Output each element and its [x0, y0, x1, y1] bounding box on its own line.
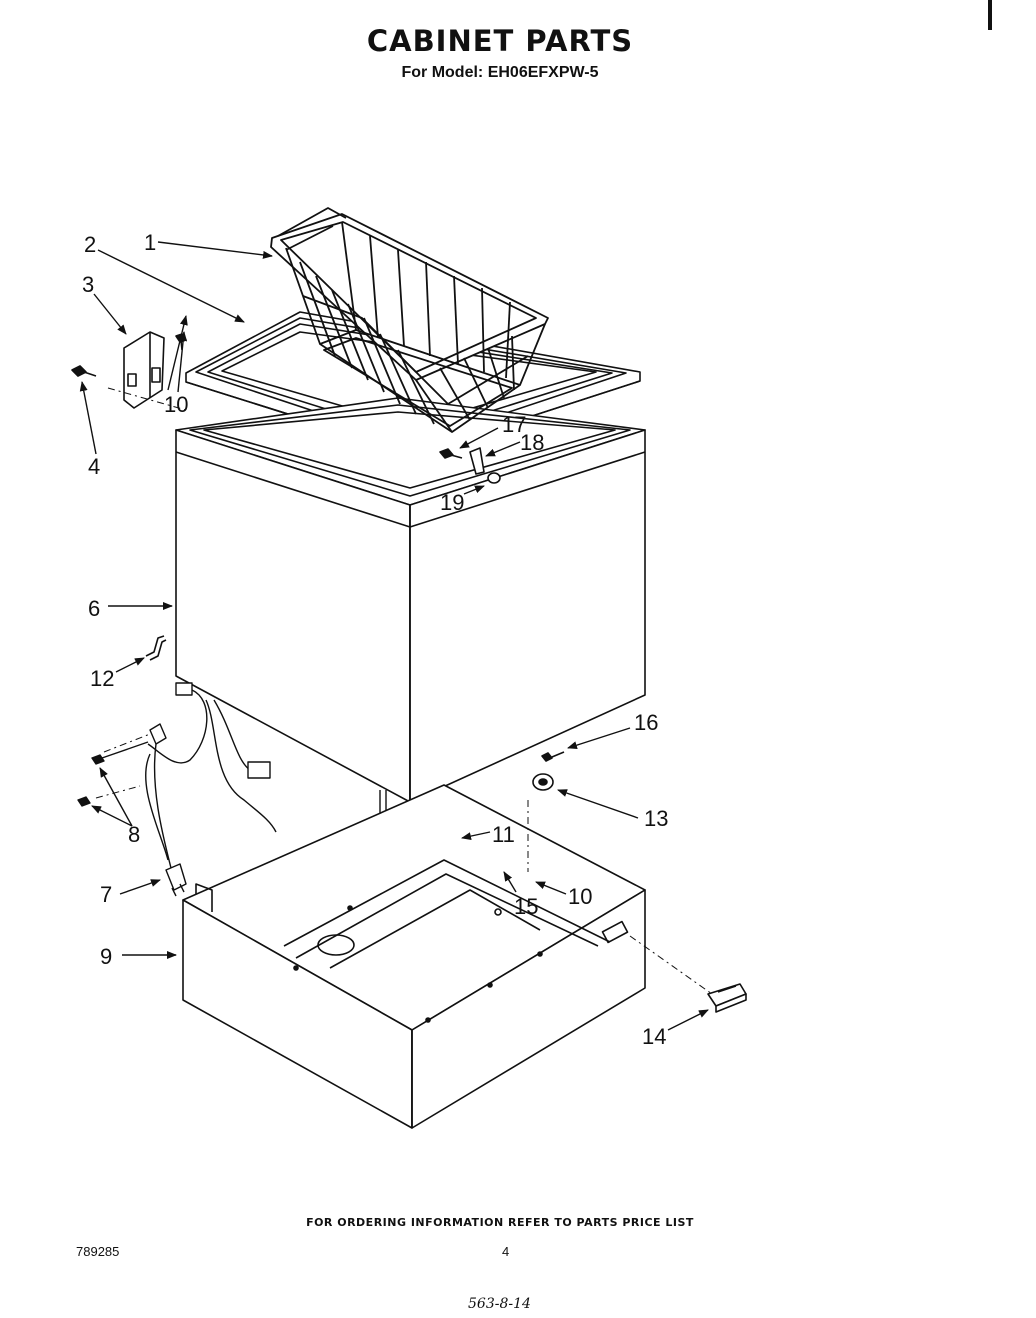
wiring-harness — [77, 682, 277, 897]
callout-3: 3 — [82, 272, 94, 297]
handwritten-code: 563-8-14 — [468, 1296, 531, 1312]
callout-9: 9 — [100, 944, 112, 969]
callout-18: 18 — [520, 430, 544, 455]
callout-14: 14 — [642, 1024, 666, 1049]
cabinet-body — [175, 397, 646, 803]
page-number: 4 — [502, 1244, 510, 1259]
callout-1: 1 — [144, 230, 156, 255]
hinge — [123, 331, 165, 409]
callout-leaders — [79, 241, 709, 1031]
callout-4: 4 — [88, 454, 100, 479]
mounting-bracket — [145, 635, 167, 661]
wire-basket — [270, 207, 549, 433]
base-compartment — [182, 784, 646, 1129]
callout-10-base: 10 — [568, 884, 592, 909]
callout-numbers: 1 2 3 4 6 12 8 7 9 10 17 18 19 16 13 11 … — [82, 230, 668, 1049]
callout-7: 7 — [100, 882, 112, 907]
callout-15: 15 — [514, 894, 538, 919]
model-subtitle: For Model: EH06EFXPW-5 — [401, 64, 599, 81]
page-title: CABINET PARTS — [366, 24, 634, 58]
lid-stop-clip-parts — [439, 447, 501, 484]
alignment-guides — [95, 387, 713, 995]
callout-19: 19 — [440, 490, 464, 515]
callout-11: 11 — [492, 822, 515, 847]
callout-16: 16 — [634, 710, 658, 735]
callout-6: 6 — [88, 596, 100, 621]
callout-10-top: 10 — [164, 392, 188, 417]
document-number: 789285 — [76, 1244, 120, 1259]
ordering-note: FOR ORDERING INFORMATION REFER TO PARTS … — [306, 1216, 694, 1229]
base-grille-plug — [707, 983, 747, 1013]
callout-2: 2 — [84, 232, 96, 257]
callout-12: 12 — [90, 666, 114, 691]
callout-8: 8 — [128, 822, 140, 847]
page-edge-mark — [988, 0, 992, 30]
callout-13: 13 — [644, 806, 668, 831]
callout-17: 17 — [502, 412, 526, 437]
